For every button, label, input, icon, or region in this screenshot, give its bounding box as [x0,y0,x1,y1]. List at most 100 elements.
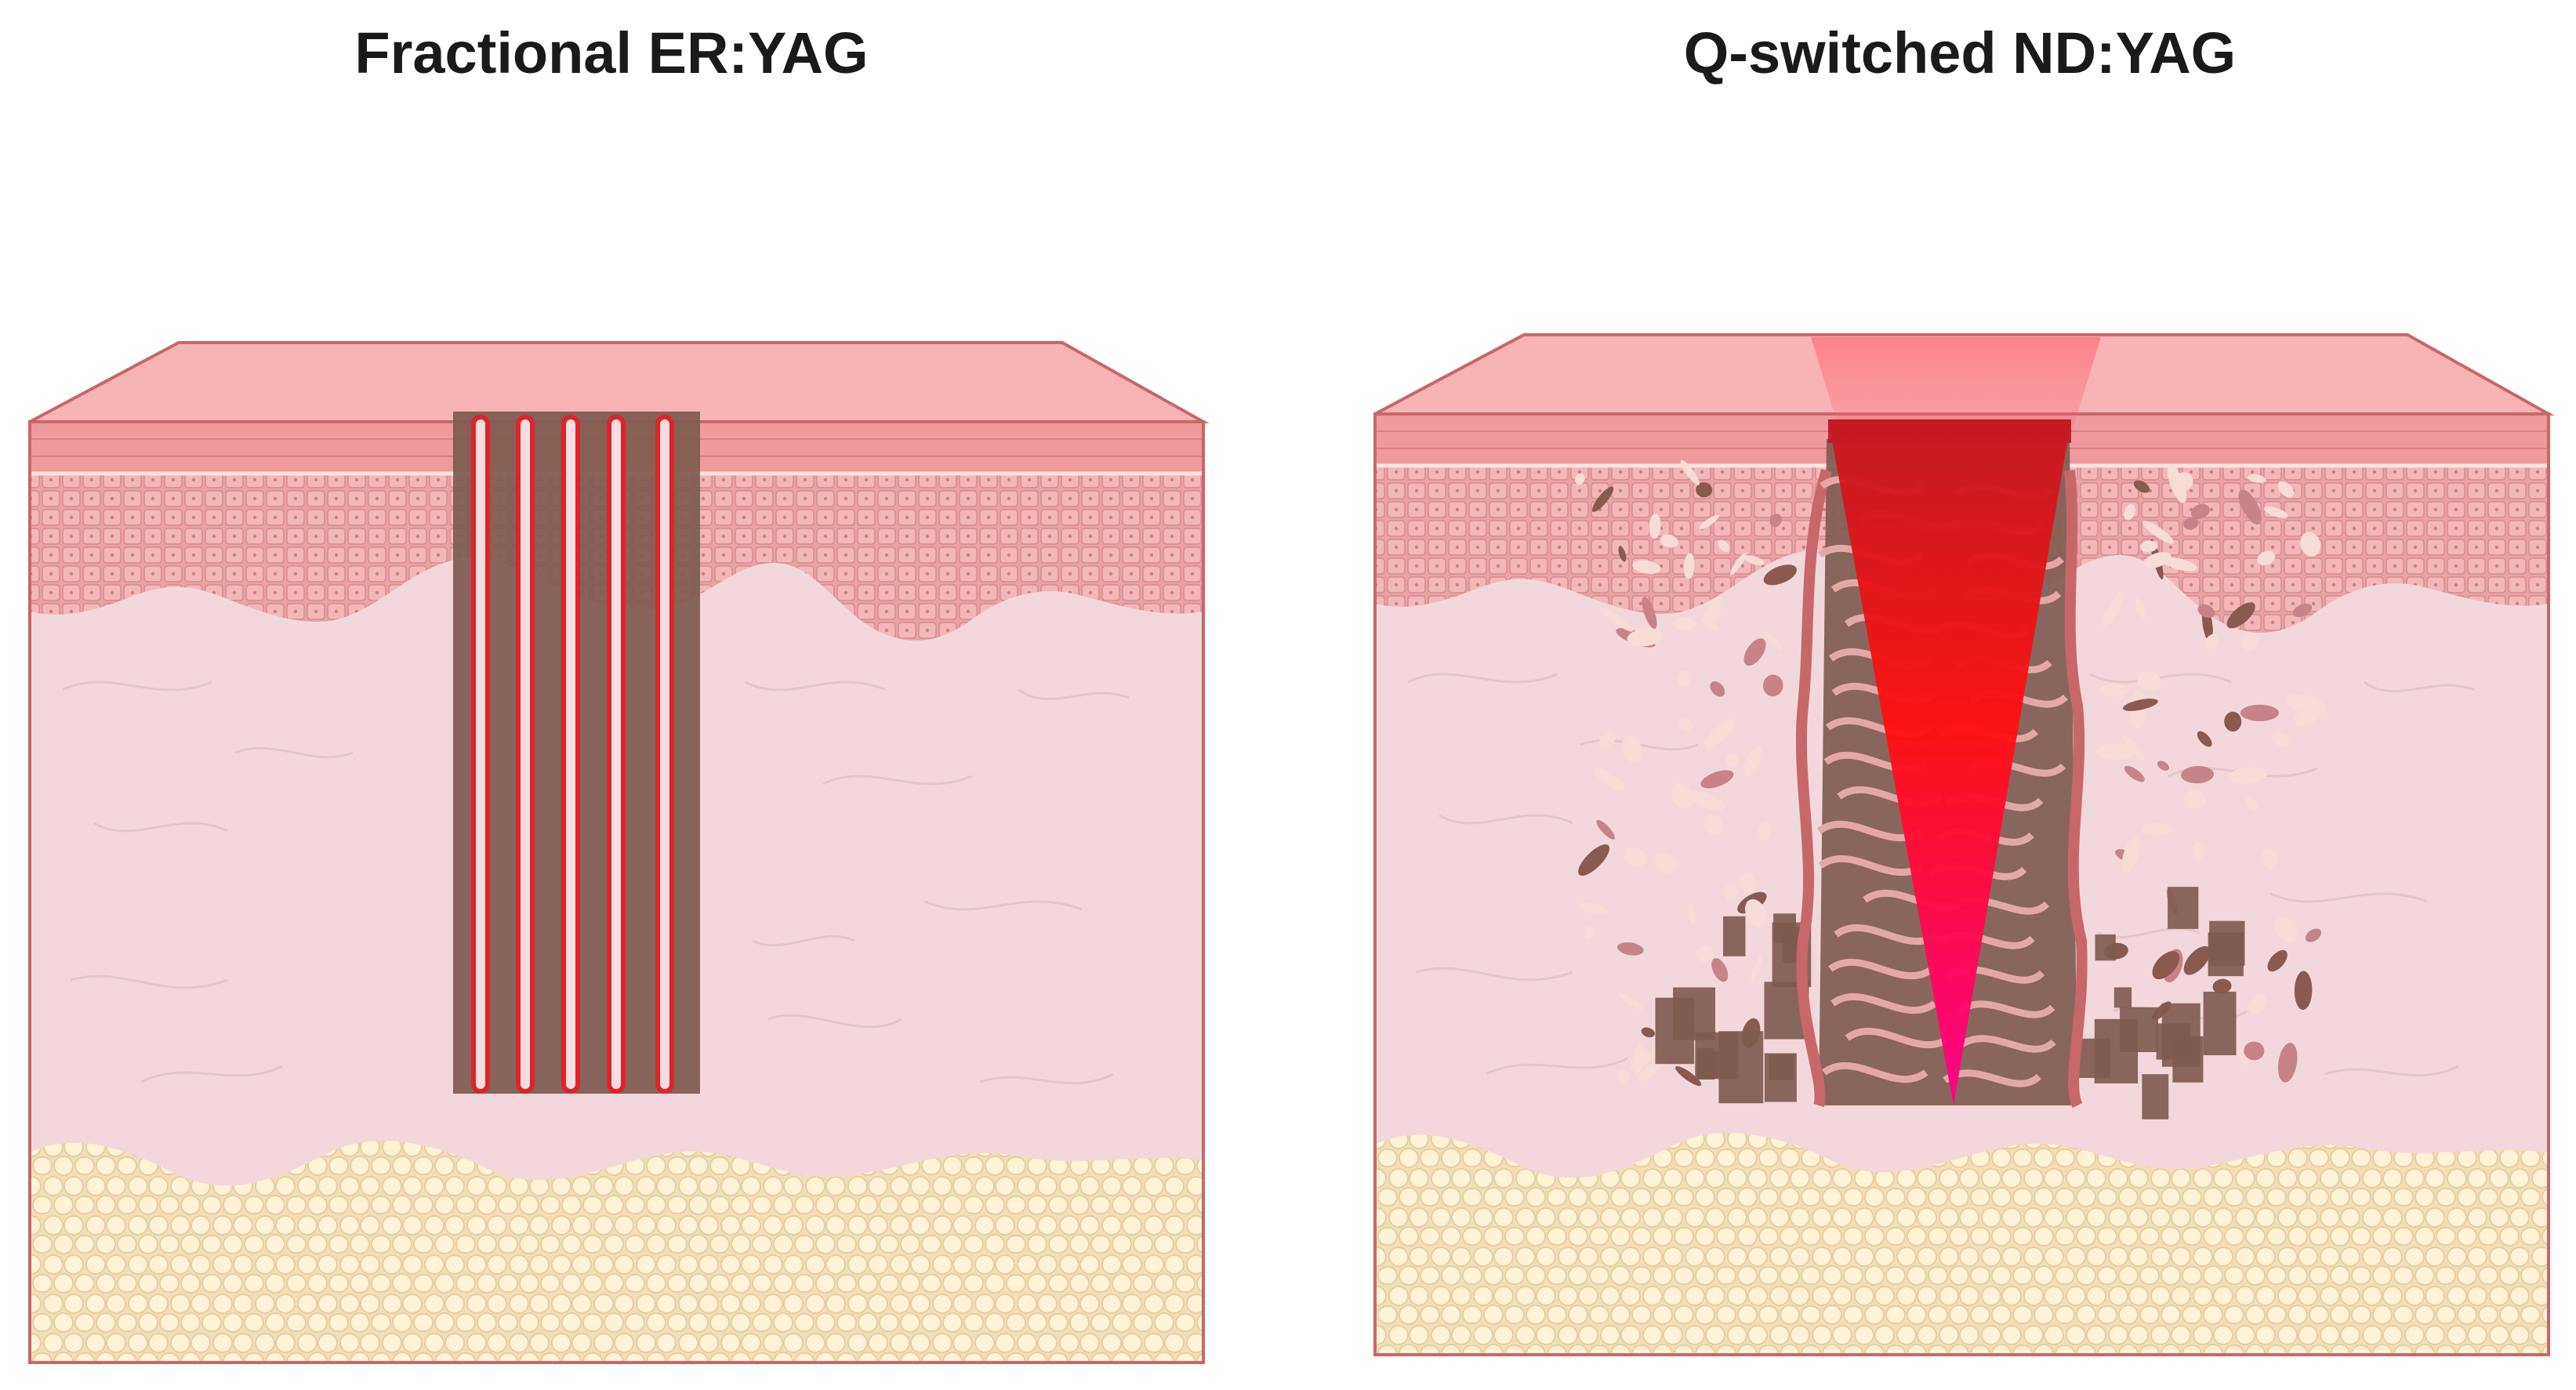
pixel-fragment [2142,1074,2169,1120]
tissue-fragment [2263,506,2288,518]
tissue-fragment [2095,743,2136,760]
pixel-fragment [2095,934,2116,961]
tissue-fragment [1680,459,1700,485]
tissue-fragment [2197,604,2215,618]
tissue-fragment [2135,595,2146,620]
tissue-fragment [1599,607,1633,632]
tissue-fragment [1624,848,1648,868]
tissue-fragment [2152,951,2180,980]
tissue-fragment [1743,555,1765,566]
tissue-fragment [1687,903,1696,924]
tissue-fragment [2142,551,2171,568]
tissue-fragment [2163,557,2197,572]
pixel-fragment [1698,1051,1719,1078]
tissue-fragment [1711,958,1729,982]
tissue-fragment [1630,1047,1664,1069]
pixel-fragment [2120,1007,2158,1052]
pixel-fragment [1764,1053,1797,1102]
tissue-fragment [2103,591,2124,628]
tissue-fragment [1729,553,1747,575]
tissue-fragment [1745,898,1768,927]
tissue-fragment [1660,534,1678,548]
ablation-column [516,415,535,1094]
tissue-fragment [1703,815,1724,836]
panel-title-fractional: Fractional ER:YAG [354,20,869,85]
ablation-column [607,415,626,1094]
tissue-fragment [2294,709,2320,726]
tissue-fragment [2190,503,2210,519]
tissue-fragment [1584,926,1596,940]
tissue-fragment [2140,540,2158,553]
tissue-strand [1845,1027,2056,1053]
tissue-fragment [2121,837,2141,873]
tissue-fragment [2277,481,2295,498]
tissue-fragment [1676,670,1692,687]
tissue-fragment [2142,521,2175,544]
tissue-fragment [2277,1043,2298,1083]
q-switched-laser-beam [1811,337,2101,1105]
tissue-fragment [1616,942,1644,956]
tissue-fragment [1632,560,1661,574]
tissue-fragment [1696,945,1714,963]
tissue-fragment [1757,820,1772,841]
tissue-fragment [1769,514,1782,528]
tissue-fragment [1596,819,1615,840]
tissue-fragment [1622,735,1642,764]
tissue-fragment [1718,539,1730,553]
pixel-fragment [2113,987,2132,1008]
tissue-fragment [2174,472,2193,492]
tissue-fragment [2267,949,2288,972]
tissue-fragment [1738,873,1757,893]
tissue-fragment [1674,1065,1702,1087]
tissue-fragment [2192,841,2205,861]
tissue-fragment [2140,822,2173,836]
tissue-fragment [1598,731,1616,749]
tissue-fragment [1700,770,1734,789]
tissue-fragment [2124,765,2145,782]
tissue-fragment [2212,978,2232,994]
tissue-fragment [1671,782,1693,810]
tissue-fragment [2228,767,2268,784]
panel-title-q-switched: Q-switched ND:YAG [1683,20,2237,85]
tissue-fragment [1762,674,1783,697]
fractional-laser-columns [453,412,700,1094]
tissue-fragment [1678,717,1694,731]
tissue-fragment [1710,681,1725,697]
tissue-fragment [1743,638,1766,666]
tissue-fragment [2238,489,2262,524]
pixel-fragment [2203,991,2237,1056]
tissue-fragment [1750,954,1763,985]
tissue-fragment [2204,633,2220,649]
tissue-fragment [2248,474,2266,483]
tissue-fragment [1578,902,1609,915]
tissue-fragment [2099,684,2129,697]
tissue-fragment [2286,694,2326,714]
tissue-fragment [1653,852,1678,873]
tissue-fragment [1701,617,1718,630]
tissue-fragment [1725,753,1739,768]
ablation-column [471,415,490,1094]
tissue-fragment [1649,514,1661,539]
tissue-fragment [1575,473,1585,485]
tissue-fragment [2300,532,2321,557]
pixel-fragment [2209,920,2245,966]
tissue-fragment [2226,602,2255,629]
tissue-fragment [2292,603,2313,618]
pixel-fragment [1673,987,1716,1040]
tissue-fragment [2294,971,2313,1011]
tissue-fragment [1578,844,1610,876]
tissue-fragment [2184,789,2206,809]
tissue-fragment [2133,480,2150,493]
tissue-fragment [2137,671,2161,691]
tissue-fragment [2183,517,2199,530]
tissue-fragment [1591,486,1614,513]
tissue-fragment [1616,1069,1630,1084]
tissue-fragment [1642,596,1657,630]
tissue-fragment [1618,546,1627,562]
tissue-fragment [1704,719,1736,748]
tissue-fragment [1743,747,1762,777]
tissue-fragment [2305,928,2322,942]
tissue-fragment [1699,514,1720,530]
tissue-fragment [2248,994,2268,1014]
